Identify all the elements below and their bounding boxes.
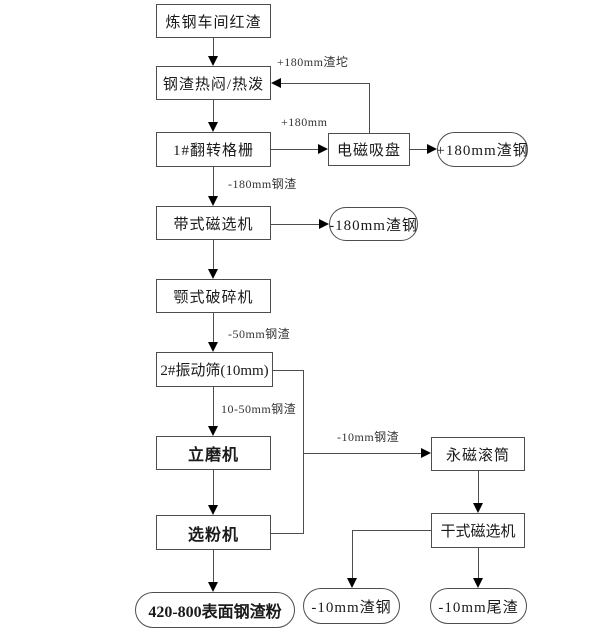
line-feedback-horizontal bbox=[280, 83, 370, 84]
edge-label-minus10mm-steel-slag: -10mm钢渣 bbox=[337, 430, 400, 444]
line-jaw-crusher-to-vibrating-screen bbox=[213, 313, 214, 343]
connector-dry-separator-left bbox=[352, 530, 431, 531]
arrowhead-into-dry-separator bbox=[473, 503, 483, 513]
node-permanent-magnet-drum: 永磁滚筒 bbox=[431, 437, 525, 471]
terminal-minus10mm-slag-steel: -10mm渣钢 bbox=[303, 588, 400, 624]
line-belt-separator-to-minus180 bbox=[271, 224, 320, 225]
terminal-minus180mm-slag-steel: -180mm渣钢 bbox=[329, 207, 418, 241]
arrowhead-into-electromagnet bbox=[318, 144, 328, 154]
line-dry-separator-to-tailings bbox=[478, 548, 479, 579]
line-vertical-mill-to-powder-classifier bbox=[213, 470, 214, 506]
node-belt-magnetic-separator: 带式磁选机 bbox=[156, 206, 271, 240]
line-powder-classifier-to-slag-powder bbox=[213, 550, 214, 583]
arrowhead-into-magnet-drum bbox=[421, 448, 431, 458]
arrowhead-into-hot-braising bbox=[208, 56, 218, 66]
arrowhead-feedback-into-hot-braising bbox=[271, 78, 281, 88]
line-dry-separator-to-minus10-slag bbox=[352, 530, 353, 579]
line-electromagnet-to-plus180 bbox=[410, 149, 428, 150]
line-flip-grid-to-belt-separator bbox=[213, 167, 214, 197]
connector-screen-classifier-vertical bbox=[303, 370, 304, 533]
connector-powder-classifier-right bbox=[271, 533, 304, 534]
terminal-plus180mm-slag-steel: +180mm渣钢 bbox=[436, 132, 528, 167]
node-flip-grid: 1#翻转格栅 bbox=[156, 132, 271, 167]
arrowhead-into-minus10-slag-steel bbox=[347, 578, 357, 588]
terminal-slag-powder: 420-800表面钢渣粉 bbox=[135, 592, 295, 628]
arrowhead-into-vibrating-screen bbox=[208, 342, 218, 352]
connector-vibrating-screen-right bbox=[273, 370, 304, 371]
arrowhead-into-minus180-slag-steel bbox=[319, 219, 329, 229]
node-vibrating-screen: 2#振动筛(10mm) bbox=[156, 352, 273, 387]
line-feedback-vertical bbox=[369, 83, 370, 133]
node-red-slag: 炼钢车间红渣 bbox=[156, 4, 271, 38]
arrowhead-into-slag-powder bbox=[208, 582, 218, 592]
line-flip-grid-to-electromagnet bbox=[271, 149, 319, 150]
arrowhead-into-flip-grid bbox=[208, 122, 218, 132]
edge-label-plus180mm-lump: +180mm渣坨 bbox=[277, 55, 349, 69]
terminal-minus10mm-tailings: -10mm尾渣 bbox=[430, 588, 527, 624]
edge-label-minus180mm-steel-slag: -180mm钢渣 bbox=[228, 177, 297, 191]
arrowhead-into-plus180-slag-steel bbox=[427, 144, 437, 154]
line-red-slag-to-hot-braising bbox=[213, 38, 214, 58]
arrowhead-into-vertical-mill bbox=[208, 426, 218, 436]
node-dry-magnetic-separator: 干式磁选机 bbox=[431, 513, 525, 548]
node-jaw-crusher: 颚式破碎机 bbox=[156, 279, 271, 313]
line-belt-separator-to-jaw-crusher bbox=[213, 240, 214, 270]
node-hot-braising: 钢渣热闷/热泼 bbox=[156, 66, 271, 100]
line-to-magnet-drum bbox=[303, 453, 422, 454]
arrowhead-into-minus10-tailings bbox=[473, 578, 483, 588]
node-electromagnet: 电磁吸盘 bbox=[328, 133, 410, 166]
arrowhead-into-belt-separator bbox=[208, 196, 218, 206]
line-magnet-drum-to-dry-separator bbox=[478, 471, 479, 504]
line-vibrating-screen-to-vertical-mill bbox=[213, 387, 214, 427]
line-hot-braising-to-flip-grid bbox=[213, 100, 214, 123]
node-powder-classifier: 选粉机 bbox=[156, 515, 271, 550]
edge-label-10-50mm-steel-slag: 10-50mm钢渣 bbox=[221, 402, 297, 416]
edge-label-plus180mm: +180mm bbox=[281, 115, 328, 129]
edge-label-minus50mm-steel-slag: -50mm钢渣 bbox=[228, 327, 291, 341]
node-vertical-mill: 立磨机 bbox=[156, 436, 271, 470]
arrowhead-into-jaw-crusher bbox=[208, 269, 218, 279]
arrowhead-into-powder-classifier bbox=[208, 505, 218, 515]
